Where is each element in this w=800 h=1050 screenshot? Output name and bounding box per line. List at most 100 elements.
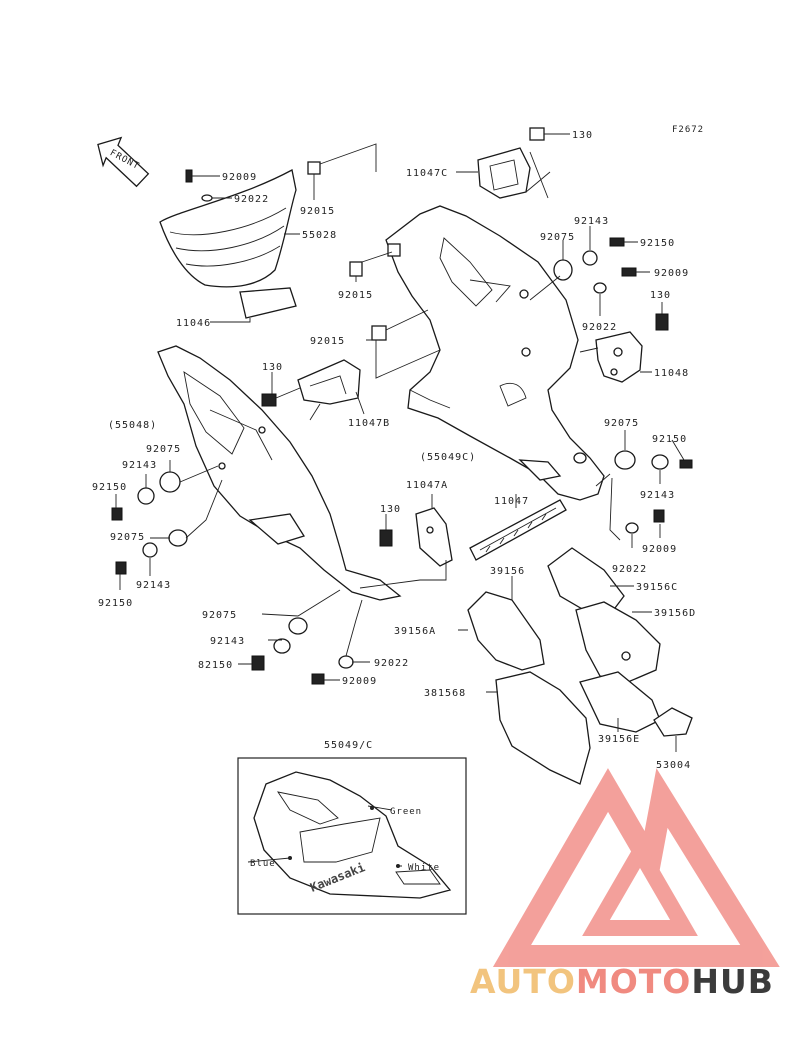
- inset-label-blue: Blue: [250, 859, 276, 869]
- bolt-92150-right: [609, 237, 625, 247]
- label-92009: 92009: [342, 676, 377, 687]
- main-cowl-55049C: [385, 205, 605, 501]
- bolt-130-left: [261, 393, 277, 407]
- label-92143: 92143: [122, 460, 157, 471]
- bolt-92150-left: [111, 507, 123, 521]
- screw-92009-bottom: [311, 673, 325, 685]
- bolt-130-top: [529, 127, 545, 141]
- label-92022: 92022: [582, 322, 617, 333]
- washer-92022-top: [201, 194, 213, 202]
- label-55048: (55048): [108, 420, 157, 431]
- grommet-92075-right: [553, 259, 573, 281]
- label-92022: 92022: [612, 564, 647, 575]
- left-cowl-55048: [157, 345, 402, 601]
- figure-code: F2672: [672, 125, 704, 135]
- label-130: 130: [380, 504, 401, 515]
- label-92075: 92075: [110, 532, 145, 543]
- label-39156C: 39156C: [636, 582, 678, 593]
- label-11047C: 11047C: [406, 168, 448, 179]
- part-55028-cowl: [159, 169, 297, 319]
- label-92022: 92022: [374, 658, 409, 669]
- collar-92143-right: [582, 250, 598, 266]
- label-92143: 92143: [136, 580, 171, 591]
- watermark-brand: AUTOMOTOHUB: [470, 962, 800, 1002]
- washer-92022-lower-right: [625, 522, 639, 534]
- clip-92015-a: [387, 243, 401, 257]
- clip-92015-b: [349, 261, 363, 277]
- label-11047A: 11047A: [406, 480, 448, 491]
- label-92075: 92075: [540, 232, 575, 243]
- washer-92022-bottom: [338, 655, 354, 669]
- watermark-part-moto: MOTO: [575, 962, 692, 1001]
- label-82150: 82150: [198, 660, 233, 671]
- collar-92143-left: [137, 487, 155, 505]
- pad-39156: [467, 591, 545, 671]
- screw-92009-lower-right: [653, 509, 665, 523]
- label-53004: 53004: [656, 760, 691, 771]
- label-39156D: 39156D: [654, 608, 696, 619]
- bracket-11047B: [261, 359, 365, 421]
- pad-39156C: [547, 547, 625, 613]
- bracket-11047A: [359, 494, 453, 589]
- bolt-92150-lower-right: [679, 459, 693, 469]
- grommet-92075-left-lower: [168, 529, 188, 547]
- watermark-part-auto: AUTO: [470, 962, 576, 1001]
- watermark-part-hub: HUB: [691, 962, 774, 1001]
- bolt-92150-left-lower: [115, 561, 127, 575]
- screw-92009-top: [185, 169, 193, 183]
- part-labels: 130 11047C 92143 92075 92150 92009 92009…: [92, 130, 696, 771]
- label-11048: 11048: [654, 368, 689, 379]
- label-92022: 92022: [234, 194, 269, 205]
- color-inset: Kawasaki Green Blue White: [237, 757, 467, 915]
- label-130: 130: [262, 362, 283, 373]
- label-55049C: (55049C): [420, 452, 476, 463]
- label-39156A: 39156A: [394, 626, 436, 637]
- inset-label-white: White: [408, 863, 440, 873]
- bracket-11048: [579, 302, 669, 383]
- strip-11047: [469, 494, 567, 561]
- label-92150: 92150: [92, 482, 127, 493]
- label-130: 130: [572, 130, 593, 141]
- bracket-11047C: [456, 127, 570, 199]
- washer-92022-right: [593, 282, 607, 294]
- label-11047: 11047: [494, 496, 529, 507]
- label-92150: 92150: [640, 238, 675, 249]
- label-92150: 92150: [652, 434, 687, 445]
- label-55028: 55028: [302, 230, 337, 241]
- label-92075: 92075: [146, 444, 181, 455]
- label-92009: 92009: [654, 268, 689, 279]
- label-92143: 92143: [574, 216, 609, 227]
- pad-39156D: [575, 601, 661, 683]
- inset-title: 55049/C: [324, 740, 373, 751]
- label-92015: 92015: [338, 290, 373, 301]
- bolt-130-right: [655, 313, 669, 331]
- grommet-92075-left: [159, 471, 181, 493]
- grommet-92075-lower-right: [614, 450, 636, 470]
- clip-92015-top: [307, 161, 321, 175]
- watermark-logo-icon: [492, 768, 780, 967]
- clip-92015-c: [371, 325, 387, 341]
- label-11046: 11046: [176, 318, 211, 329]
- label-92075: 92075: [604, 418, 639, 429]
- label-92015: 92015: [310, 336, 345, 347]
- collar-92143-left-lower: [142, 542, 158, 558]
- pad-53004: [653, 707, 693, 737]
- label-130: 130: [650, 290, 671, 301]
- label-92150: 92150: [98, 598, 133, 609]
- label-92075: 92075: [202, 610, 237, 621]
- bolt-130-center: [379, 529, 393, 547]
- pad-39156E: [579, 671, 661, 733]
- collar-92143-bottom: [273, 638, 291, 654]
- label-92143: 92143: [640, 490, 675, 501]
- grommet-92075-bottom: [288, 617, 308, 635]
- label-92009: 92009: [222, 172, 257, 183]
- label-92143: 92143: [210, 636, 245, 647]
- pad-381568: [495, 671, 591, 785]
- screw-92009-right: [621, 267, 637, 277]
- label-92009: 92009: [642, 544, 677, 555]
- label-92015: 92015: [300, 206, 335, 217]
- label-381568: 381568: [424, 688, 466, 699]
- label-39156: 39156: [490, 566, 525, 577]
